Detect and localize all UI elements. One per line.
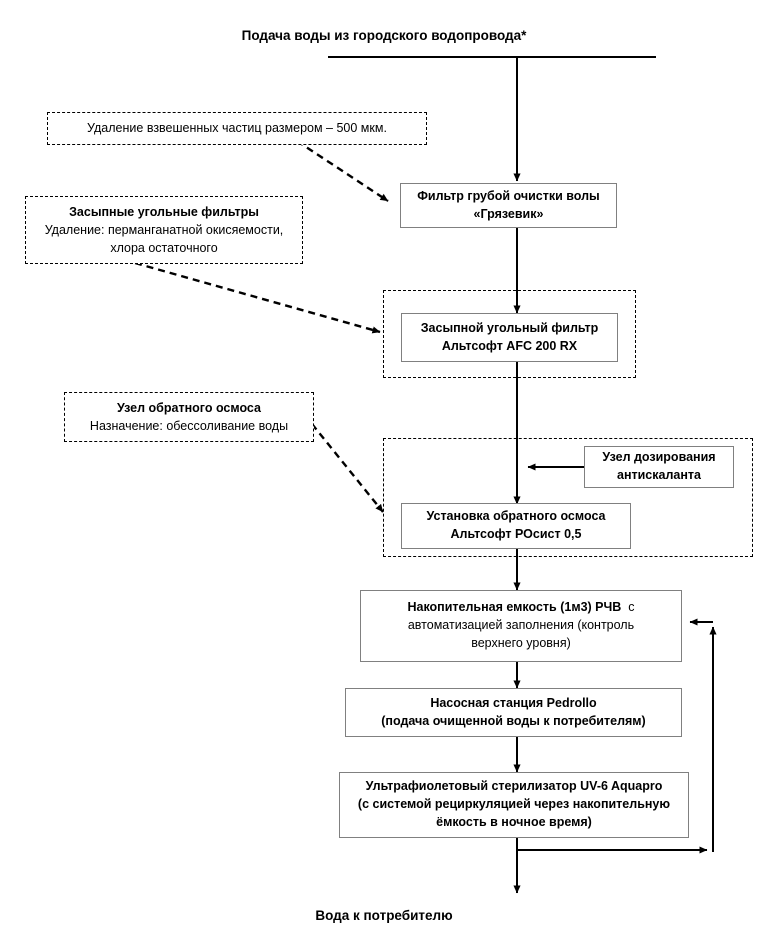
- node-antiscalant-dosing-line2: антискаланта: [617, 468, 701, 482]
- node-uv-sterilizer-line1: Ультрафиолетовый стерилизатор UV-6 Aquap…: [365, 779, 663, 794]
- node-coarse-filter-line1: Фильтр грубой очистки волы: [417, 188, 600, 203]
- group-reverse-osmosis-section: [383, 438, 753, 557]
- node-storage-tank-line2: автоматизацией заполнения (контроль: [407, 618, 635, 633]
- node-storage-tank-line1: Накопительная емкость (1м3) РЧВ: [407, 600, 622, 615]
- node-carbon-filter[interactable]: Засыпной угольный фильтр Альтсофт AFC 20…: [401, 313, 618, 362]
- annot-carbon-filters-line2: хлора остаточного: [110, 241, 218, 256]
- annot-reverse-osmosis-title: Узел обратного осмоса: [116, 400, 261, 415]
- annot-suspended-particles-text: Удаление взвешенных частиц размером – 50…: [87, 121, 387, 136]
- node-storage-tank[interactable]: Накопительная емкость (1м3) РЧВ с автома…: [360, 590, 682, 662]
- annot-reverse-osmosis: Узел обратного осмоса Назначение: обессо…: [64, 392, 314, 442]
- group-carbon-filter-section: [383, 290, 636, 378]
- annot-carbon-filters-title: Засыпные угольные фильтры: [69, 204, 259, 219]
- page-title-top: Подача воды из городского водопровода*: [241, 28, 527, 43]
- node-coarse-filter-line2: «Грязевик»: [473, 206, 544, 221]
- node-storage-tank-line3: верхнего уровня): [471, 635, 571, 650]
- annot-reverse-osmosis-line1: Назначение: обессоливание воды: [89, 419, 289, 433]
- node-reverse-osmosis-line2: Альтсофт РОсист 0,5: [450, 527, 582, 541]
- node-carbon-filter-line2: Альтсофт AFC 200 RX: [441, 338, 578, 353]
- page-title-bottom: Вода к потребителю: [315, 908, 453, 923]
- node-uv-sterilizer-line2: (с системой рециркуляцией через накопите…: [357, 797, 671, 812]
- annot-carbon-filters-line1: Удаление: перманганатной окисяемости,: [44, 222, 284, 237]
- node-reverse-osmosis[interactable]: Установка обратного осмоса Альтсофт РОси…: [401, 503, 631, 549]
- node-pump-station[interactable]: Насосная станция Pedrollo (подача очищен…: [345, 688, 682, 737]
- leader-suspended-to-coarse: [296, 139, 389, 203]
- node-pump-station-line2: (подача очищенной воды к потребителям): [381, 713, 646, 728]
- node-pump-station-line1: Насосная станция Pedrollo: [430, 695, 597, 710]
- node-antiscalant-dosing-line1: Узел дозирования: [602, 450, 716, 465]
- leader-osmosis-to-unit: [311, 423, 384, 513]
- node-uv-sterilizer-line3: ёмкость в ночное время): [436, 814, 592, 829]
- node-storage-tank-line1b: с: [628, 600, 635, 615]
- node-carbon-filter-line1: Засыпной угольный фильтр: [420, 320, 599, 335]
- node-reverse-osmosis-line1: Установка обратного осмоса: [426, 509, 606, 524]
- node-uv-sterilizer[interactable]: Ультрафиолетовый стерилизатор UV-6 Aquap…: [339, 772, 689, 838]
- annot-carbon-filters: Засыпные угольные фильтры Удаление: перм…: [25, 196, 303, 264]
- node-antiscalant-dosing[interactable]: Узел дозирования антискаланта: [584, 446, 734, 488]
- leader-carbon-to-filter: [134, 261, 381, 334]
- node-coarse-filter[interactable]: Фильтр грубой очистки волы «Грязевик»: [400, 183, 617, 228]
- annot-suspended-particles: Удаление взвешенных частиц размером – 50…: [47, 112, 427, 145]
